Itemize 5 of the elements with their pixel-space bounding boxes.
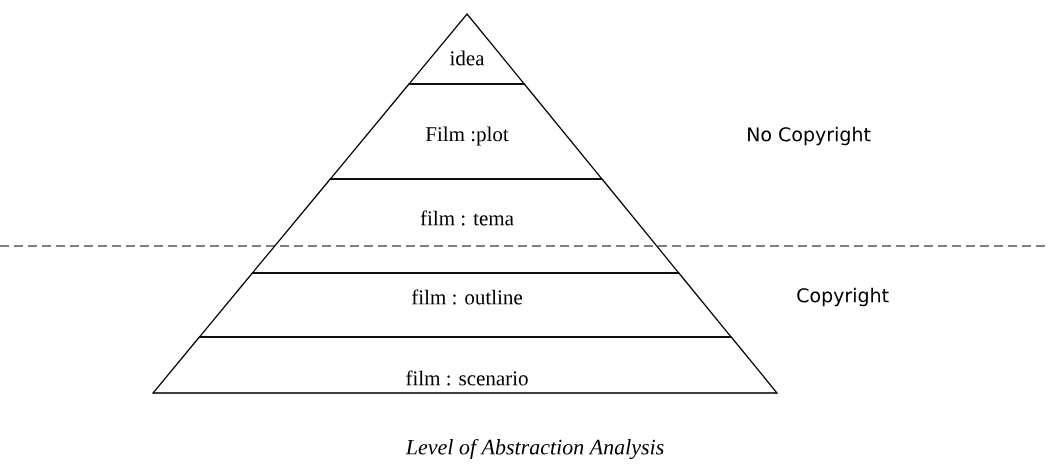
pyramid-level: film : outline [198,272,733,338]
zone-label: No Copyright [748,126,871,146]
pyramid-level: film : tema [251,178,681,274]
zone-label: Copyright [797,287,889,307]
caption: Level of Abstraction Analysis [405,438,664,460]
